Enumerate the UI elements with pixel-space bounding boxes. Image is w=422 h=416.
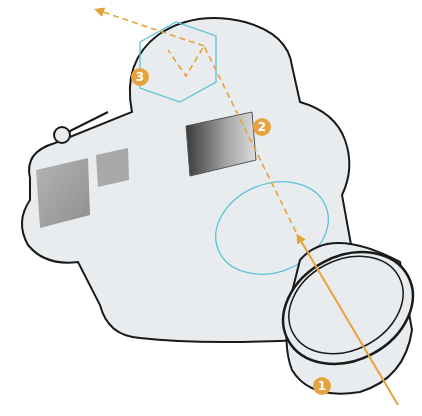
lever [68,112,108,132]
mirror [186,112,256,176]
callout-disc [313,377,331,395]
callout-number: 2 [252,117,272,137]
callout-number: 1 [312,376,332,396]
light-ray [298,236,398,405]
callout-disc [253,118,271,136]
dial [54,127,70,143]
callout-disc [131,68,149,86]
pentaprism [140,22,216,102]
lens-ring [264,230,422,386]
small-block [96,148,129,187]
lens-front [272,237,420,373]
reflected-ray [168,46,296,232]
sensor-block [36,158,90,228]
exit-ray [97,10,204,46]
callout-number: 3 [130,67,150,87]
